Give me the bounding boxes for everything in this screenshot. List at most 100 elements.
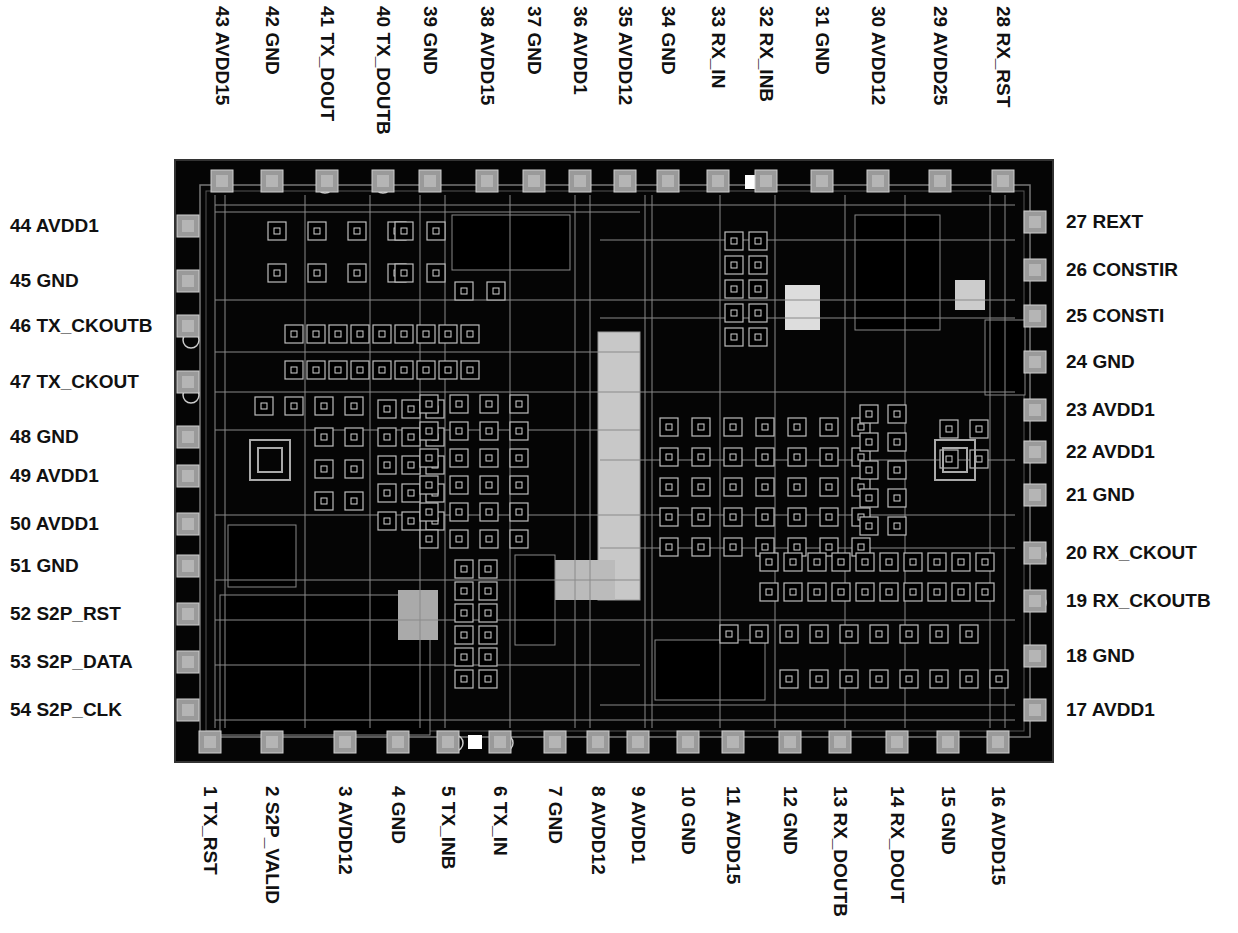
device-contact [826, 454, 832, 460]
device-contact [790, 559, 796, 565]
device-contact [906, 631, 912, 637]
device-cell [480, 476, 498, 494]
device-contact [755, 238, 761, 244]
device-contact [426, 455, 432, 461]
bond-pad-core [528, 175, 540, 187]
pin-label: 37 GND [523, 6, 545, 75]
device-cell [725, 232, 743, 250]
bond-pad [523, 170, 545, 192]
pin-label: 44 AVDD1 [10, 215, 99, 237]
metal-wire [215, 300, 1015, 301]
device-contact [934, 589, 940, 595]
device-cell [402, 484, 420, 502]
device-contact [982, 559, 988, 565]
bond-pad [587, 731, 609, 753]
device-contact [762, 484, 768, 490]
device-cell [510, 422, 528, 440]
bond-pad [722, 731, 744, 753]
device-contact [826, 424, 832, 430]
device-cell [810, 670, 828, 688]
device-cell [725, 304, 743, 322]
bond-pad [1024, 441, 1046, 463]
pin-label: 21 GND [1066, 484, 1135, 506]
device-contact [726, 631, 732, 637]
bond-pad [867, 170, 889, 192]
marker [468, 735, 482, 749]
device-cell [725, 328, 743, 346]
device-cell [760, 583, 778, 601]
device-cell [860, 517, 878, 535]
metal-wire [652, 195, 653, 728]
device-contact [423, 367, 429, 373]
device-contact [321, 466, 327, 472]
metal-wire [215, 392, 1015, 393]
device-contact [826, 514, 832, 520]
device-contact [401, 270, 407, 276]
device-contact [456, 455, 462, 461]
device-contact [486, 536, 492, 542]
device-cell [417, 325, 435, 343]
metal-wire [215, 205, 1015, 206]
device-cell [750, 625, 768, 643]
device-cell [810, 625, 828, 643]
device-contact [762, 454, 768, 460]
metal-wire [720, 195, 721, 728]
pin-label: 14 RX_DOUT [886, 786, 908, 903]
device-contact [379, 331, 385, 337]
pin-label: 38 AVDD15 [476, 6, 498, 105]
device-contact [730, 454, 736, 460]
device-contact [958, 589, 964, 595]
bond-pad [569, 170, 591, 192]
metal-wire [215, 620, 1015, 621]
device-contact [894, 467, 900, 473]
device-contact [794, 514, 800, 520]
device-contact [762, 544, 768, 550]
device-cell [888, 433, 906, 451]
device-cell [780, 625, 798, 643]
device-cell [692, 538, 710, 556]
device-contact [666, 454, 672, 460]
device-cell [479, 604, 497, 622]
bond-pad [1024, 259, 1046, 281]
device-cell [439, 361, 457, 379]
bond-pad-core [321, 175, 333, 187]
metal-wire [225, 195, 226, 728]
bond-pad-core [1029, 650, 1041, 662]
device-cell [268, 222, 286, 240]
bond-pad [177, 315, 199, 337]
device-contact [755, 262, 761, 268]
device-cell [480, 530, 498, 548]
device-contact [445, 331, 451, 337]
device-contact [485, 654, 491, 660]
pin-label: 41 TX_DOUT [316, 6, 338, 121]
device-cell [820, 478, 838, 496]
bond-pad-core [216, 175, 228, 187]
device-contact [982, 589, 988, 595]
device-contact [790, 589, 796, 595]
device-contact [335, 367, 341, 373]
device-cell [880, 553, 898, 571]
device-cell [455, 282, 473, 300]
pin-label: 2 S2P_VALID [261, 786, 283, 904]
device-cell [756, 478, 774, 496]
device-cell [928, 583, 946, 601]
device-contact [313, 367, 319, 373]
device-contact [456, 401, 462, 407]
device-contact [351, 403, 357, 409]
device-contact [354, 228, 360, 234]
device-cell [329, 361, 347, 379]
device-contact [321, 434, 327, 440]
device-cell [788, 448, 806, 466]
pin-label: 46 TX_CKOUTB [10, 315, 153, 337]
device-contact [876, 676, 882, 682]
bond-pad-core [182, 608, 194, 620]
device-cell [329, 325, 347, 343]
device-cell [856, 583, 874, 601]
device-contact [354, 270, 360, 276]
device-contact [816, 631, 822, 637]
bond-pad-core [1029, 446, 1041, 458]
device-contact [384, 406, 390, 412]
device-contact [261, 403, 267, 409]
bond-pad-core [1029, 595, 1041, 607]
pin-label: 39 GND [419, 6, 441, 75]
